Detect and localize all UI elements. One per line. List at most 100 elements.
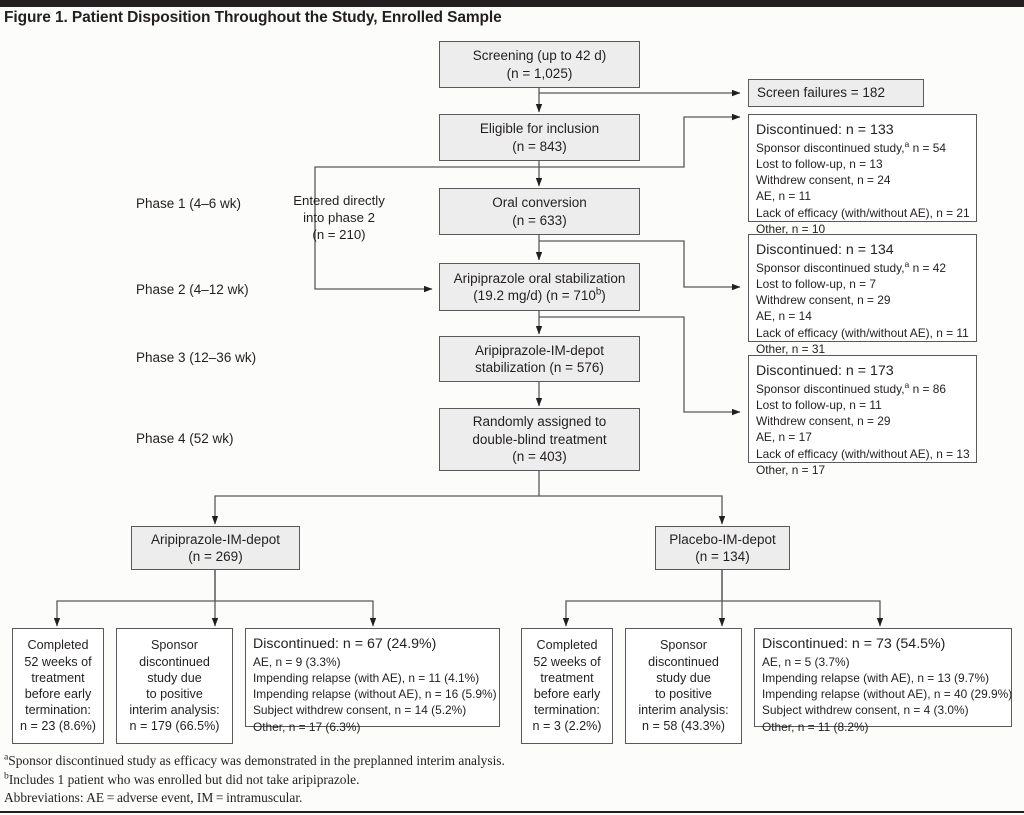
pbo-sponsor-line6: n = 58 (43.3%) [642,719,725,734]
box-pbo-sponsor-discontinued[interactable]: Sponsor discontinued study due to positi… [625,628,742,744]
box-pbo-completed[interactable]: Completed 52 weeks of treatment before e… [521,628,613,744]
pbo-completed-line2: 52 weeks of [533,654,601,669]
entered-directly-line2: into phase 2 [303,210,375,225]
pbo-sponsor-line4: to positive [655,687,712,701]
footnote-b-marker: b [4,770,9,782]
pbo-disc-item-3: Subject withdrew consent, n = 4 (3.0%) [762,703,969,718]
edge-arm-pbo-to-discontinued [722,600,884,627]
ari-sponsor-line2: discontinued [139,654,210,669]
footnote-a-marker: a [4,751,9,763]
disc1-item-1: Lost to follow-up, n = 13 [756,156,883,171]
box-discontinued-phase3[interactable]: Discontinued: n = 173 Sponsor discontinu… [748,355,977,477]
oral-stab-n-pre: (19.2 mg/d) (n = 710 [473,288,596,303]
disc2-item-4: Lack of efficacy (with/without AE), n = … [756,325,969,340]
disc3-item-2: Withdrew consent, n = 29 [756,414,891,429]
box-oral-conversion-line1: Oral conversion [492,195,587,210]
ari-completed-line4: before early [24,687,92,701]
ari-sponsor-line3: study due [147,670,202,685]
box-discontinued-phase1[interactable]: Discontinued: n = 133 Sponsor discontinu… [748,114,977,236]
box-oral-conversion[interactable]: Oral conversion (n = 633) [439,188,640,235]
box-discontinued-phase2[interactable]: Discontinued: n = 134 Sponsor discontinu… [748,234,977,356]
box-im-depot-stabilization[interactable]: Aripiprazole-IM-depot stabilization (n =… [439,336,640,382]
disc3-head: Discontinued: n = 173 [756,363,894,379]
box-screen-failures[interactable]: Screen failures = 182 [748,79,924,107]
disc1-item-4: Lack of efficacy (with/without AE), n = … [756,205,970,220]
phase-label-4: Phase 4 (52 wk) [136,431,234,446]
arm-ari-line1: Aripiprazole-IM-depot [150,531,281,547]
box-oral-stabilization-line1: Aripiprazole oral stabilization [453,270,626,286]
box-randomized-line3: (n = 403) [512,449,567,465]
pbo-sponsor-line1: Sponsor [660,638,707,653]
pbo-disc-item-2: Impending relapse (without AE), n = 40 (… [762,687,1013,702]
ari-disc-item-1: Impending relapse (with AE), n = 11 (4.1… [253,670,480,685]
disc1-item-3: AE, n = 11 [756,189,811,204]
box-arm-aripiprazole-im-depot[interactable]: Aripiprazole-IM-depot (n = 269) [131,526,300,570]
disc2-item-0: Sponsor discontinued study,a n = 42 [756,258,946,275]
edge-arm-ari-to-completed [53,570,216,627]
box-pbo-discontinued[interactable]: Discontinued: n = 73 (54.5%) AE, n = 5 (… [754,628,1013,734]
box-randomized[interactable]: Randomly assigned to double-blind treatm… [439,408,640,471]
box-screening[interactable]: Screening (up to 42 d) (n = 1,025) [439,41,640,88]
disc3-item-0: Sponsor discontinued study,a n = 86 [756,379,946,396]
footnote-b: bIncludes 1 patient who was enrolled but… [4,771,1014,790]
ari-disc-item-4: Other, n = 17 (6.3%) [253,719,361,734]
box-ari-discontinued[interactable]: Discontinued: n = 67 (24.9%) AE, n = 9 (… [245,628,500,734]
box-eligible-for-inclusion[interactable]: Eligible for inclusion (n = 843) [439,114,640,161]
pbo-disc-item-0: AE, n = 5 (3.7%) [762,654,850,669]
ari-completed-line6: n = 23 (8.6%) [20,719,96,734]
box-randomized-line2: double-blind treatment [472,431,607,447]
disc1-head: Discontinued: n = 133 [756,122,894,138]
ari-sponsor-line5: interim analysis: [129,703,220,718]
disc2-item-5: Other, n = 31 [756,341,826,356]
disc3-item-3: AE, n = 17 [756,430,812,445]
pbo-completed-line6: n = 3 (2.2%) [532,719,602,734]
disc2-item-1: Lost to follow-up, n = 7 [756,276,876,291]
oral-stab-n-post: ) [601,288,606,303]
ari-sponsor-line1: Sponsor [151,638,198,653]
edge-arm-pbo-to-completed [562,570,723,627]
disc3-item-4: Lack of efficacy (with/without AE), n = … [756,446,970,461]
ari-sponsor-line4: to positive [146,687,203,701]
footnote-marker-a: a [904,379,910,390]
disc3-item-1: Lost to follow-up, n = 11 [756,397,882,412]
pbo-completed-line1: Completed [536,638,598,653]
footnote-b-text: Includes 1 patient who was enrolled but … [8,771,360,787]
footnote-marker-a: a [904,138,910,149]
entered-directly-line3: (n = 210) [312,227,366,242]
disc1-item-0: Sponsor discontinued study,a n = 54 [756,138,946,155]
arm-pbo-line1: Placebo-IM-depot [669,531,776,547]
ari-disc-item-0: AE, n = 9 (3.3%) [253,654,341,669]
pbo-completed-line5: termination: [534,703,600,718]
box-ari-sponsor-discontinued[interactable]: Sponsor discontinued study due to positi… [116,628,233,744]
entered-directly-line1: Entered directly [293,193,385,208]
box-screening-line1: Screening (up to 42 d) [472,48,607,63]
box-oral-stabilization[interactable]: Aripiprazole oral stabilization (19.2 mg… [439,263,640,311]
disc3-item-5: Other, n = 17 [756,462,826,477]
box-oral-stabilization-line2: (19.2 mg/d) (n = 710b) [473,287,606,305]
ari-completed-line3: treatment [31,670,85,685]
pbo-sponsor-line3: study due [656,670,711,685]
ari-completed-line5: termination: [25,703,91,718]
entered-directly-note: Entered directly into phase 2 (n = 210) [264,192,414,243]
edge-randomized-to-arm-placebo [539,495,726,525]
edge-arm-ari-to-discontinued [215,600,377,627]
box-ari-completed[interactable]: Completed 52 weeks of treatment before e… [12,628,104,744]
disc2-item-3: AE, n = 14 [756,309,812,324]
page-title: Figure 1. Patient Disposition Throughout… [4,9,502,26]
ari-sponsor-line6: n = 179 (66.5%) [129,719,220,734]
box-im-stab-line2: stabilization (n = 576) [475,360,604,375]
ari-completed-line1: Completed [27,638,89,653]
pbo-disc-item-4: Other, n = 11 (8.2%) [762,719,869,734]
oral-stab-footnote-marker: b [595,286,602,298]
pbo-disc-head: Discontinued: n = 73 (54.5%) [762,636,946,652]
footnote-a: aSponsor discontinued study as efficacy … [4,752,1014,771]
pbo-completed-line3: treatment [540,670,594,685]
box-im-stab-line1: Aripiprazole-IM-depot [474,342,605,358]
box-arm-placebo-im-depot[interactable]: Placebo-IM-depot (n = 134) [655,526,790,570]
pbo-completed-line4: before early [533,687,601,701]
ari-completed-line2: 52 weeks of [24,654,92,669]
box-oral-conversion-line2: (n = 633) [512,212,567,228]
box-eligible-line2: (n = 843) [512,138,567,154]
top-rule [0,0,1024,7]
